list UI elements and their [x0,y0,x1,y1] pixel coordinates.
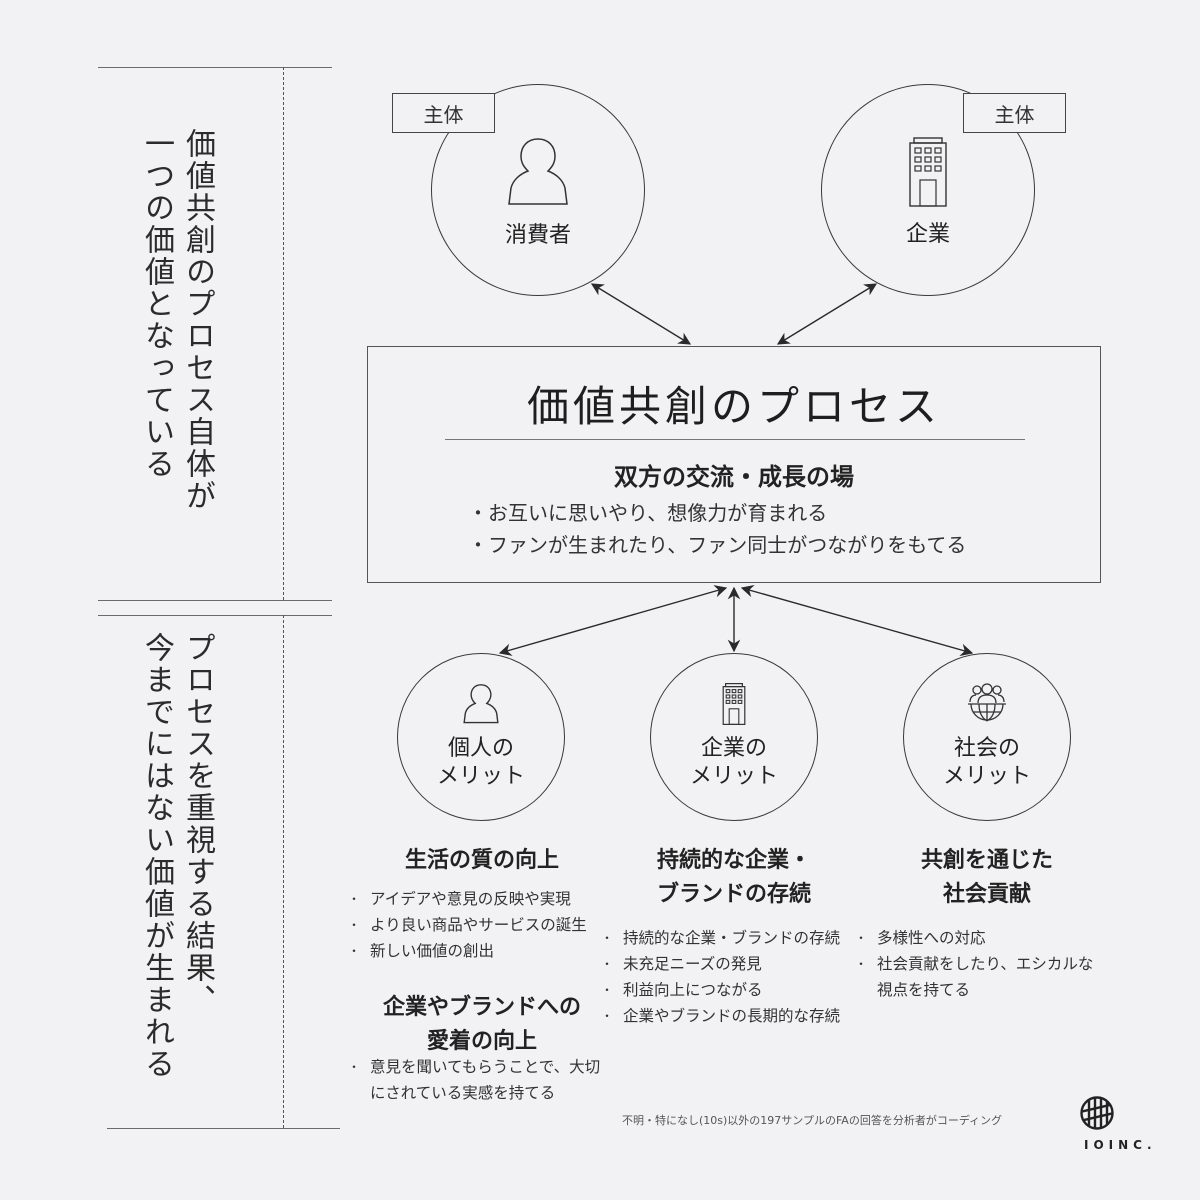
individual-benefit-heading-2: 企業やブランドへの 愛着の向上 [352,991,612,1059]
heading-line: 企業やブランドへの [382,995,581,1020]
building-icon [722,683,746,725]
list-item: 持続的な企業・ブランドの存続 [601,925,861,951]
left-top-rule [98,67,332,68]
individual-benefit-list-2: 意見を聞いてもらうことで、大切にされている実感を持てる [348,1054,602,1106]
society-benefit-label-2: メリット [942,764,1031,789]
left-divider-top [283,67,284,600]
company-benefit-label-2: メリット [689,764,778,789]
heading-line: 共創を通じた [920,848,1053,873]
footnote: 不明・特になし(10s)以外の197サンプルのFAの回答を分析者がコーディング [622,1114,1003,1127]
list-item: 新しい価値の創出 [348,938,608,964]
process-item: ・お互いに思いやり、想像力が育まれる [468,501,828,525]
list-item: アイデアや意見の反映や実現 [348,886,608,912]
list-item: 企業やブランドの長期的な存続 [601,1003,861,1029]
individual-benefit-label-1: 個人の [447,736,514,761]
individual-benefit-heading-1: 生活の質の向上 [352,844,612,878]
list-item: 意見を聞いてもらうことで、大切にされている実感を持てる [348,1054,602,1106]
company-circle: 企業 [821,84,1035,296]
building-icon [909,137,947,207]
company-subject-tag: 主体 [963,93,1066,133]
company-benefit-heading: 持続的な企業・ ブランドの存続 [604,844,864,912]
society-benefit-heading: 共創を通じた 社会貢献 [857,844,1117,912]
list-item: 利益向上につながる [601,977,861,1003]
logo-text: IOINC. [1084,1138,1157,1152]
consumer-circle: 消費者 [431,84,645,296]
co-creation-process-box: 価値共創のプロセス 双方の交流・成長の場 ・お互いに思いやり、想像力が育まれる … [367,346,1101,583]
heading-line: 愛着の向上 [426,1029,537,1054]
ioinc-logo-icon [1080,1096,1114,1130]
individual-benefit-list-1: アイデアや意見の反映や実現 より良い商品やサービスの誕生 新しい価値の創出 [348,886,608,964]
company-benefit-list: 持続的な企業・ブランドの存続 未充足ニーズの発見 利益向上につながる 企業やブラ… [601,925,861,1029]
heading-line: ブランドの存続 [656,882,811,907]
heading-line: 社会貢献 [942,882,1031,907]
society-benefit-label-1: 社会の [953,736,1020,761]
consumer-subject-tag: 主体 [392,93,495,133]
left-mid-rule-1 [98,600,332,601]
left-top-text-col1: 価値共創のプロセス自体が [180,128,215,512]
process-subtitle: 双方の交流・成長の場 [614,463,854,491]
person-icon [508,138,568,205]
left-top-text-col2: 一つの価値となっている [139,128,174,480]
community-globe-icon [968,683,1006,722]
left-bottom-text-col1: プロセスを重視する結果、 [180,632,215,1016]
list-item: 未充足ニーズの発見 [601,951,861,977]
left-bottom-rule [107,1128,340,1129]
company-benefit-label-1: 企業の [700,736,767,761]
company-label: 企業 [905,222,950,247]
process-item: ・ファンが生まれたり、ファン同士がつながりをもてる [468,533,967,557]
left-divider-bottom [283,615,284,1128]
individual-benefit-label-2: メリット [436,764,525,789]
process-divider [445,439,1025,440]
list-item: より良い商品やサービスの誕生 [348,912,608,938]
list-item: 社会貢献をしたり、エシカルな視点を持てる [855,951,1100,1003]
process-title: 価値共創のプロセス [526,382,941,431]
left-bottom-text-col2: 今までにはない価値が生まれる [139,632,174,1080]
individual-benefit-circle: 個人の メリット [397,653,565,821]
process-list: ・お互いに思いやり、想像力が育まれる ・ファンが生まれたり、ファン同士がつながり… [468,497,966,561]
left-mid-rule-2 [98,615,332,616]
society-benefit-list: 多様性への対応 社会貢献をしたり、エシカルな視点を持てる [855,925,1100,1003]
person-icon [463,684,499,724]
heading-line: 持続的な企業・ [656,848,811,873]
consumer-label: 消費者 [504,223,571,248]
heading-line: 生活の質の向上 [404,848,559,873]
company-benefit-circle: 企業の メリット [650,653,818,821]
society-benefit-circle: 社会の メリット [903,653,1071,821]
list-item: 多様性への対応 [855,925,1100,951]
